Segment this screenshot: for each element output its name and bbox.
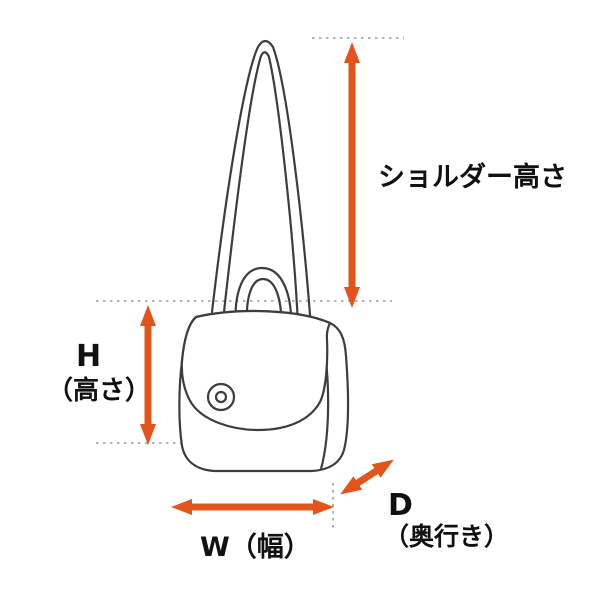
width-label: W（幅）: [200, 532, 311, 563]
depth-arrow: [340, 459, 394, 495]
depth-sub-label: （奥行き）: [384, 522, 509, 551]
bag-flap: [180, 309, 332, 432]
height-arrow: [140, 305, 156, 445]
top-handle: [234, 266, 293, 334]
guide-lines: [96, 37, 404, 528]
clasp: [206, 382, 236, 412]
depth-letter-label: D: [388, 488, 413, 523]
height-sub-label: （高さ）: [47, 375, 151, 406]
height-letter-label: H: [76, 339, 101, 374]
bag-illustration: [178, 39, 350, 473]
width-arrow: [171, 499, 334, 515]
shoulder-strap: [210, 39, 313, 330]
shoulder-height-arrow: [344, 42, 360, 308]
shoulder-height-label: ショルダー高さ: [378, 161, 567, 193]
